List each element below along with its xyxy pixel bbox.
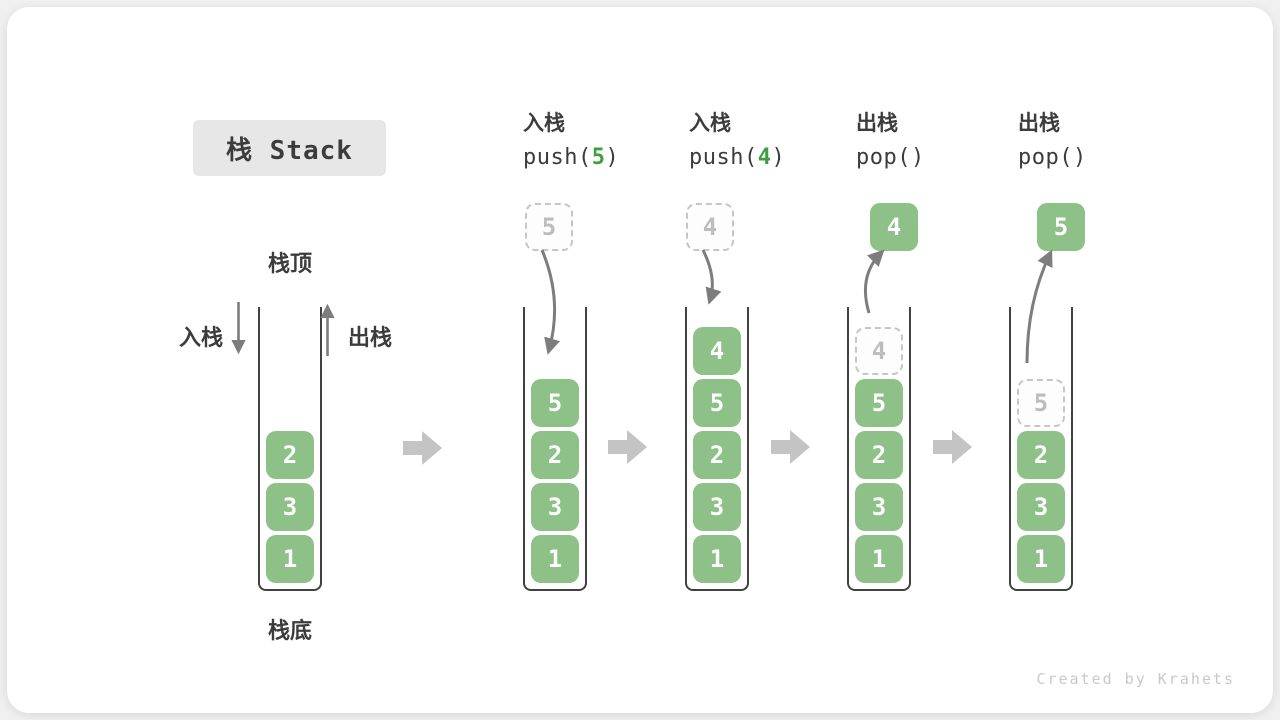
watermark: Created by Krahets [1036, 670, 1235, 688]
stack-cell: 1 [266, 535, 314, 583]
title-label: 栈 Stack [226, 135, 353, 166]
header-pop-5-cn: 出栈 [1018, 111, 1060, 135]
stack-after-pop-4: 4 5 2 3 1 [847, 307, 911, 591]
header-pop-4-code: pop() [856, 147, 925, 169]
stack-after-push-4: 4 5 2 3 1 [685, 307, 749, 591]
stack-cell: 3 [531, 483, 579, 531]
header-push-4: 入栈 push(4) [689, 113, 785, 169]
stack-initial: 2 3 1 [258, 307, 322, 591]
header-push-4-code: push(4) [689, 147, 785, 169]
header-pop-4: 出栈 pop() [856, 113, 925, 169]
stack-cell: 2 [531, 431, 579, 479]
stack-cell-ghost: 5 [1017, 379, 1065, 427]
stack-cell: 2 [266, 431, 314, 479]
code-before: pop() [1018, 145, 1087, 170]
code-after: ) [605, 145, 620, 170]
stack-cell: 2 [855, 431, 903, 479]
stack-cell: 2 [1017, 431, 1065, 479]
header-push-5-cn: 入栈 [523, 111, 565, 135]
label-stack-top: 栈顶 [267, 252, 312, 277]
code-accent: 5 [591, 145, 606, 170]
code-before: push( [689, 145, 758, 170]
header-push-5-code: push(5) [523, 147, 619, 169]
stack-cell: 5 [855, 379, 903, 427]
stack-cell: 1 [855, 535, 903, 583]
stack-cell: 3 [693, 483, 741, 531]
stack-cell: 1 [531, 535, 579, 583]
stack-cell: 1 [693, 535, 741, 583]
header-pop-5-code: pop() [1018, 147, 1087, 169]
diagram-card: 栈 Stack 入栈 push(5) 入栈 push(4) 出栈 pop() 出… [7, 7, 1273, 713]
stack-cell: 2 [693, 431, 741, 479]
floating-value-push-5: 5 [525, 203, 573, 251]
header-pop-5: 出栈 pop() [1018, 113, 1087, 169]
floating-value-pop-5: 5 [1037, 203, 1085, 251]
header-pop-4-cn: 出栈 [856, 111, 898, 135]
stack-cell: 3 [855, 483, 903, 531]
header-push-4-cn: 入栈 [689, 111, 731, 135]
stack-cell: 5 [531, 379, 579, 427]
stack-cell: 1 [1017, 535, 1065, 583]
stack-cell-ghost: 4 [855, 327, 903, 375]
stack-after-push-5: 5 2 3 1 [523, 307, 587, 591]
stack-cell: 3 [1017, 483, 1065, 531]
code-accent: 4 [757, 145, 772, 170]
label-pop: 出栈 [348, 326, 393, 351]
floating-value-pop-4: 4 [870, 203, 918, 251]
label-stack-bottom: 栈底 [267, 619, 312, 644]
code-after: ) [771, 145, 786, 170]
stack-after-pop-5: 5 2 3 1 [1009, 307, 1073, 591]
stack-cell: 4 [693, 327, 741, 375]
header-push-5: 入栈 push(5) [523, 113, 619, 169]
code-before: push( [523, 145, 592, 170]
label-push: 入栈 [179, 326, 224, 351]
floating-value-push-4: 4 [686, 203, 734, 251]
title-box: 栈 Stack [193, 120, 386, 176]
stack-cell: 3 [266, 483, 314, 531]
code-before: pop() [856, 145, 925, 170]
stack-cell: 5 [693, 379, 741, 427]
